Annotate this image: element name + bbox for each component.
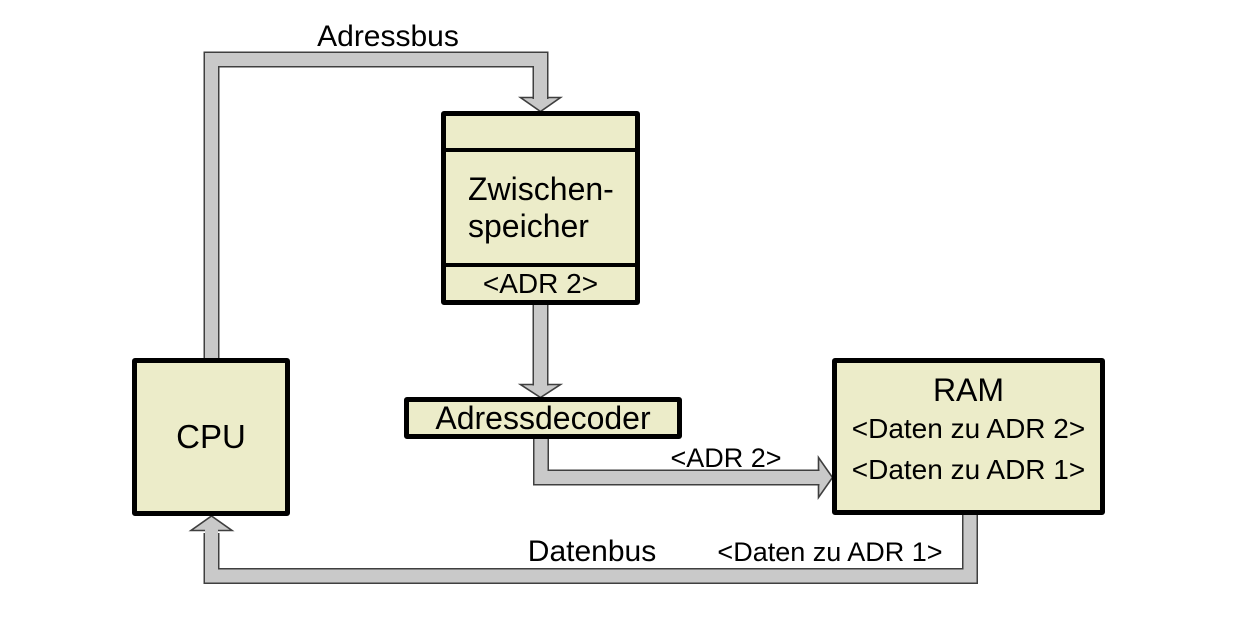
cpu-node: CPU bbox=[132, 358, 290, 516]
zwischenspeicher-empty-slot bbox=[446, 116, 635, 148]
zwischenspeicher-register-slot: <ADR 2> bbox=[446, 267, 635, 300]
zwischenspeicher-label-line2: speicher bbox=[468, 207, 589, 244]
ram-node: RAM <Daten zu ADR 2> <Daten zu ADR 1> bbox=[832, 358, 1105, 515]
cpu-label: CPU bbox=[176, 418, 246, 455]
zwischenspeicher-divider bbox=[446, 148, 635, 152]
zwischenspeicher-label-section: Zwischen- speicher bbox=[446, 152, 635, 263]
ram-entry-adr1: <Daten zu ADR 1> bbox=[851, 454, 1086, 485]
adr2-bus-label: <ADR 2> bbox=[670, 443, 782, 473]
adressdecoder-node: Adressdecoder bbox=[404, 397, 682, 439]
adressdecoder-label: Adressdecoder bbox=[435, 399, 651, 436]
adressbus-line bbox=[205, 53, 547, 363]
datenbus-line bbox=[205, 512, 977, 583]
daten-zu-adr1-bus-label: <Daten zu ADR 1> bbox=[717, 537, 943, 567]
ram-title: RAM bbox=[932, 372, 1005, 408]
zwischenspeicher-node: Zwischen- speicher <ADR 2> bbox=[441, 111, 640, 305]
adressbus-label: Adressbus bbox=[317, 20, 459, 53]
datenbus-label: Datenbus bbox=[527, 535, 657, 568]
zwischenspeicher-divider bbox=[446, 263, 635, 267]
ram-entry-adr2: <Daten zu ADR 2> bbox=[851, 413, 1086, 444]
zwischenspeicher-register-value: <ADR 2> bbox=[482, 267, 599, 299]
decoder-to-ram-line bbox=[534, 436, 822, 484]
zwischenspeicher-label-line1: Zwischen- bbox=[468, 170, 614, 207]
